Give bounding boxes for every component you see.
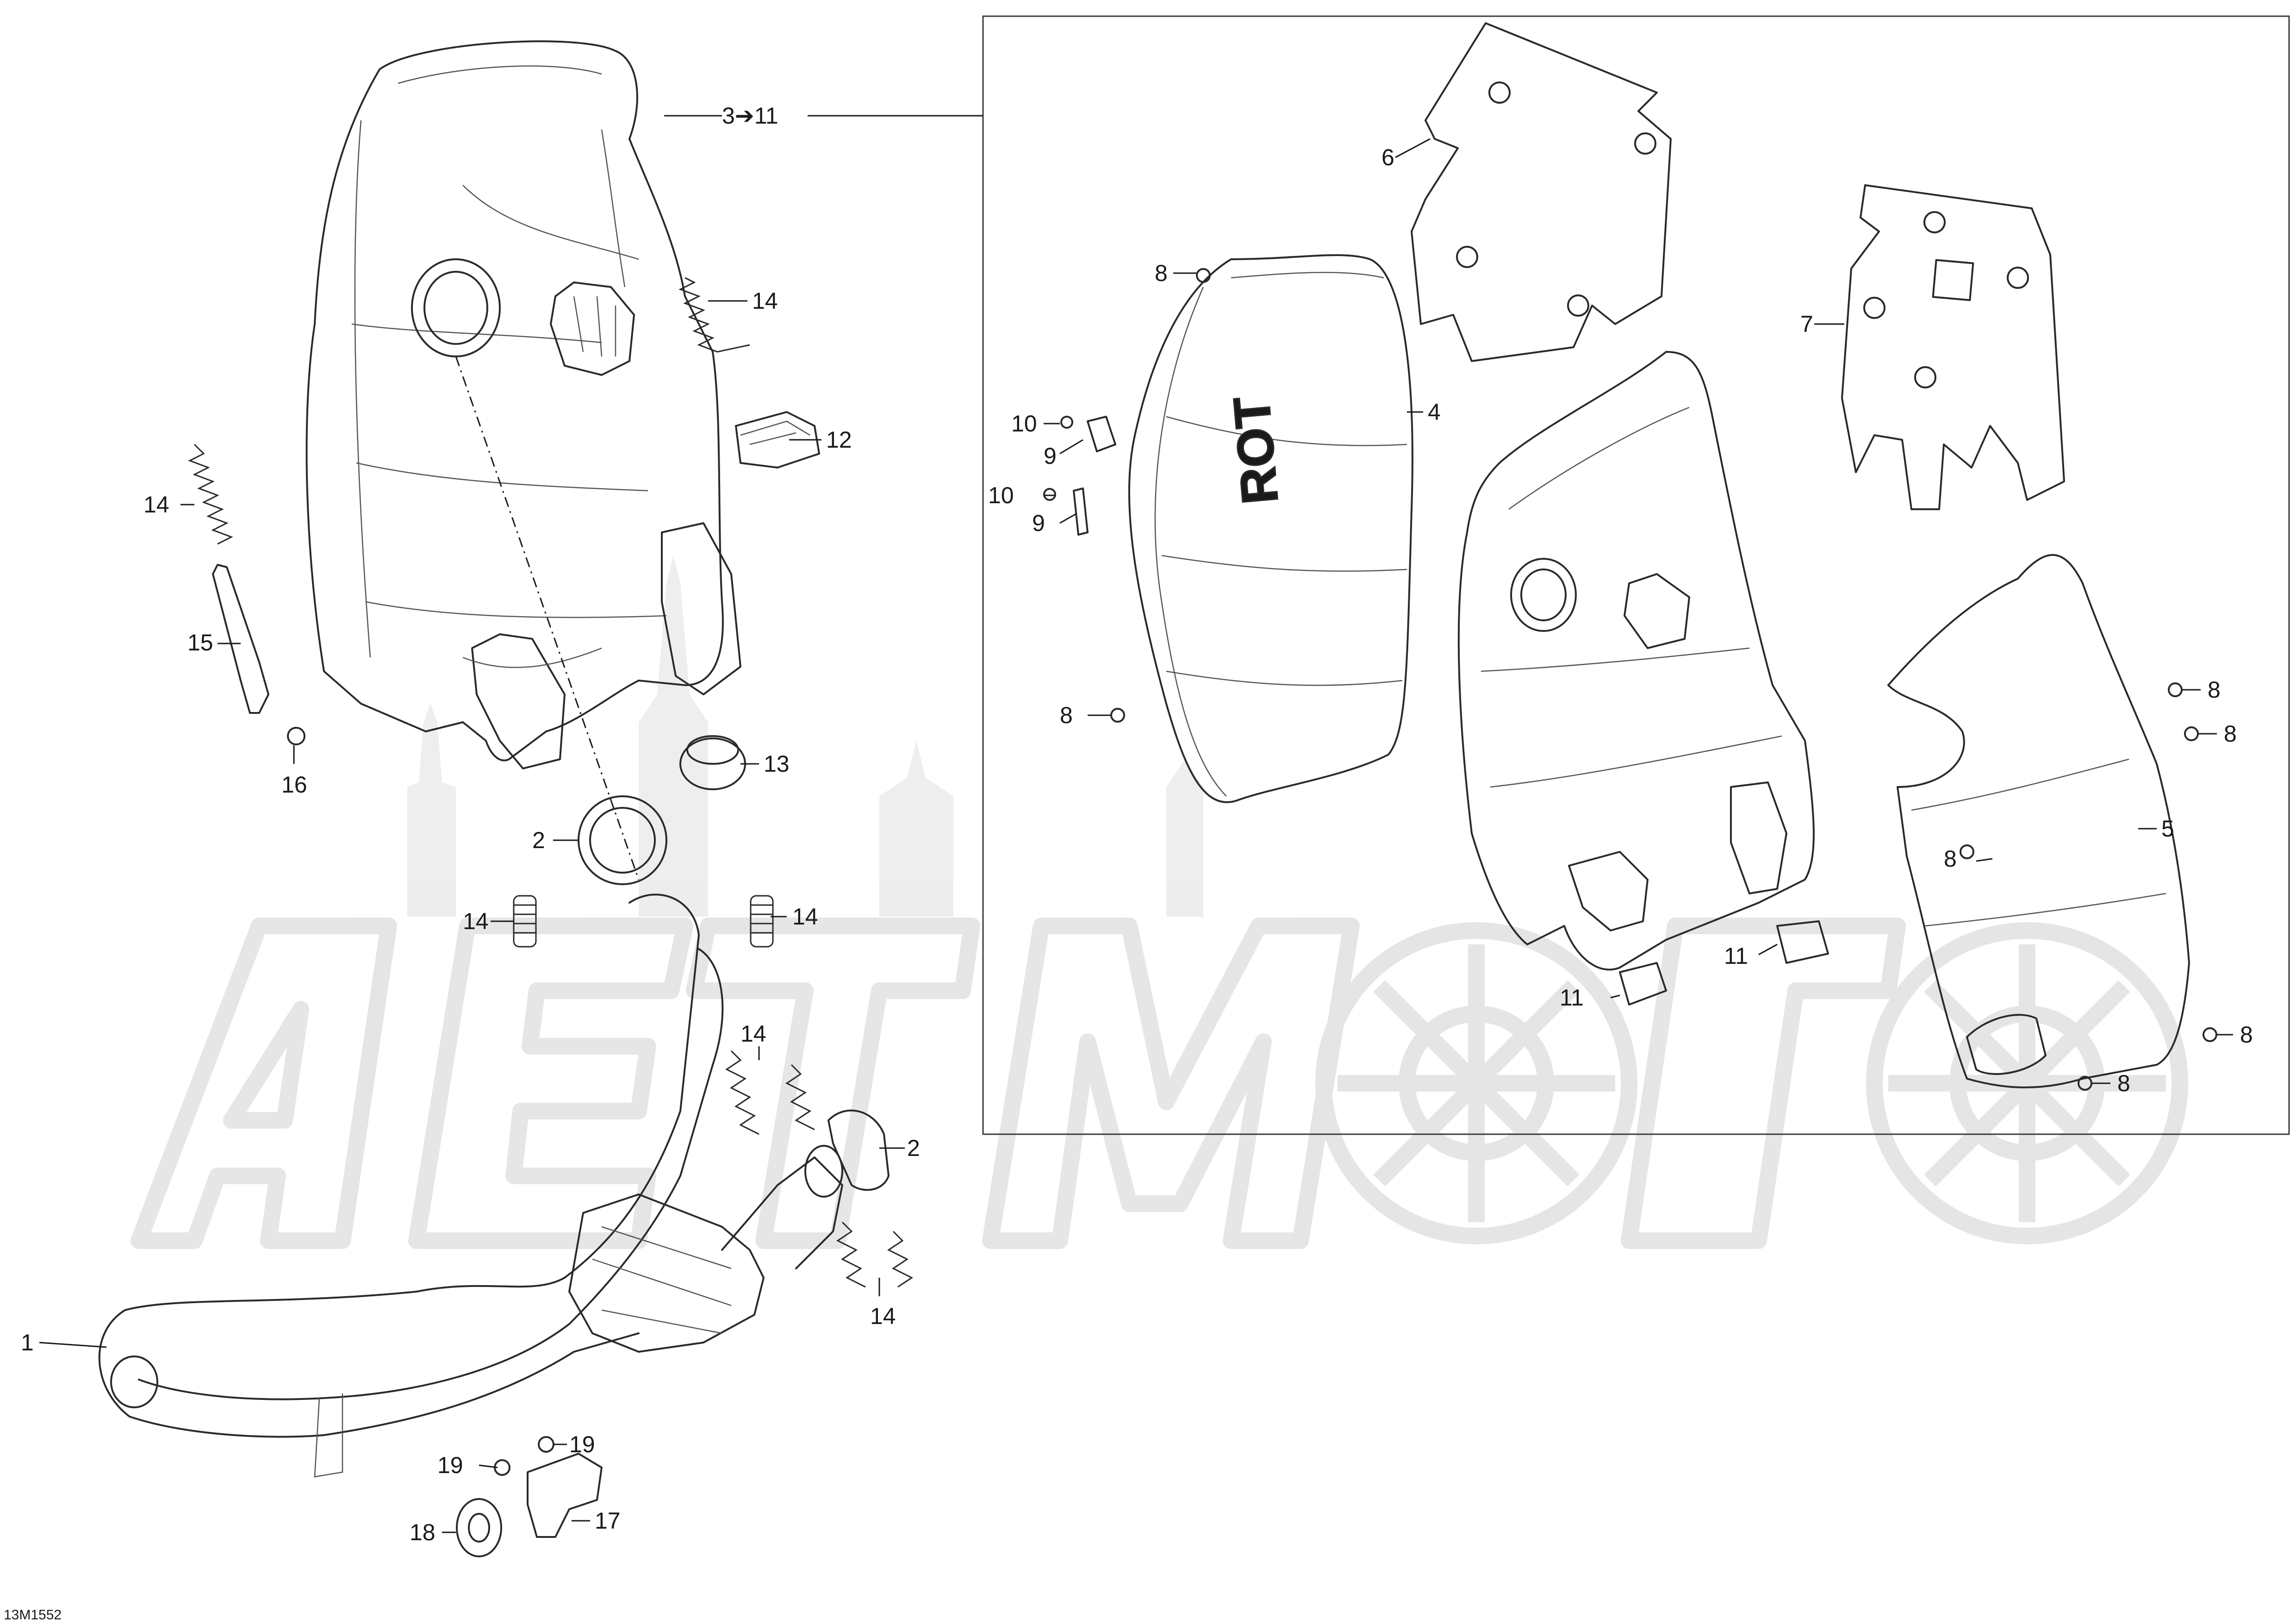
callout-8: 8 (2224, 721, 2237, 747)
callout-8: 8 (2240, 1022, 2253, 1048)
callout-14: 14 (143, 492, 169, 518)
callout-17: 17 (595, 1508, 621, 1534)
callout-13: 13 (764, 751, 790, 777)
cover-embossed-logo: ROT (1223, 394, 1289, 506)
callout-8: 8 (2117, 1070, 2130, 1096)
callout-9: 9 (1032, 510, 1045, 536)
part-12-rubber-mount (735, 411, 820, 468)
callout-5: 5 (2161, 816, 2174, 842)
callout-16: 16 (281, 772, 307, 798)
callout-8: 8 (1944, 846, 1957, 872)
callout-9: 9 (1044, 443, 1057, 469)
diagram-code: 13M1552 (4, 1607, 62, 1623)
callout-15: 15 (187, 630, 213, 656)
part-15-bracket (212, 564, 269, 714)
callout-1: 1 (21, 1330, 34, 1355)
part-17-bracket (527, 1453, 603, 1538)
part-8-fasteners (1110, 268, 2217, 1091)
callout-4: 4 (1428, 399, 1441, 425)
leader-lines (39, 115, 2233, 1533)
part-9-clips (1073, 416, 1116, 536)
callout-3-to-11: 3➔11 (722, 103, 778, 129)
watermark (131, 556, 2188, 1249)
part-10-screws (1043, 416, 1073, 501)
callout-14: 14 (740, 1021, 766, 1047)
callout-2: 2 (907, 1135, 920, 1161)
part-7-heat-shield (1841, 184, 2065, 510)
callout-8: 8 (1060, 702, 1073, 728)
callout-10: 10 (1011, 411, 1037, 437)
callout-14: 14 (792, 904, 818, 930)
callout-19: 19 (569, 1431, 595, 1457)
callout-19: 19 (437, 1452, 463, 1478)
callout-14: 14 (752, 288, 778, 314)
callout-6: 6 (1381, 144, 1394, 170)
callout-14: 14 (463, 908, 489, 934)
callout-8: 8 (1155, 260, 1168, 286)
callout-11: 11 (1560, 985, 1584, 1011)
assembly-axis-line (455, 356, 640, 880)
callout-7: 7 (1800, 311, 1813, 337)
part-1-exhaust-pipe (98, 893, 843, 1478)
part-2-gasket-lower (828, 1109, 890, 1191)
exploded-view-frame (982, 15, 2290, 1135)
callout-labels: 3➔11 14 12 14 15 16 13 2 14 14 14 2 14 1… (21, 103, 2253, 1545)
part-19-bolts (494, 1436, 554, 1476)
muffler-body-exploded (1457, 351, 1815, 971)
part-16-bolt (287, 727, 305, 745)
callout-10: 10 (988, 482, 1014, 508)
part-5-inner-shield (1887, 554, 2190, 1088)
muffler-assembly (305, 40, 741, 769)
part-4-outer-cover: ROT (1128, 254, 1413, 803)
callout-12: 12 (826, 427, 852, 453)
callout-8: 8 (2208, 677, 2221, 703)
callout-2: 2 (532, 827, 545, 853)
part-18-grommet (456, 1498, 502, 1557)
part-11-pads (1619, 920, 1829, 1006)
callout-18: 18 (410, 1519, 436, 1545)
callout-14: 14 (870, 1303, 896, 1329)
part-6-heat-shield (1411, 22, 1672, 362)
callout-11: 11 (1724, 943, 1748, 969)
